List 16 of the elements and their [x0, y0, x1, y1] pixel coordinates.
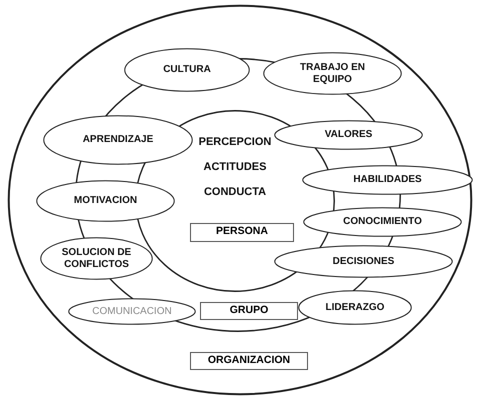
topic-label: CONOCIMIENTO	[343, 216, 422, 228]
topic-label: COMUNICACION	[92, 306, 172, 318]
level-label: PERSONA	[190, 223, 294, 242]
concept-text: CONDUCTA	[202, 186, 268, 198]
level-label: GRUPO	[200, 302, 298, 320]
topic-label: LIDERAZGO	[326, 302, 384, 314]
topic-label: VALORES	[324, 129, 372, 141]
topic-label: SOLUCION DE CONFLICTOS	[60, 246, 132, 270]
topic-label: TRABAJO EN EQUIPO	[298, 62, 366, 86]
level-label: ORGANIZACION	[190, 352, 308, 370]
topic-label: APRENDIZAJE	[82, 134, 154, 146]
topic-label: MOTIVACION	[74, 195, 138, 207]
topic-label: DECISIONES	[332, 256, 394, 268]
topic-label: HABILIDADES	[353, 174, 422, 186]
topic-label: CULTURA	[163, 64, 211, 76]
concept-text: ACTITUDES	[202, 161, 268, 173]
